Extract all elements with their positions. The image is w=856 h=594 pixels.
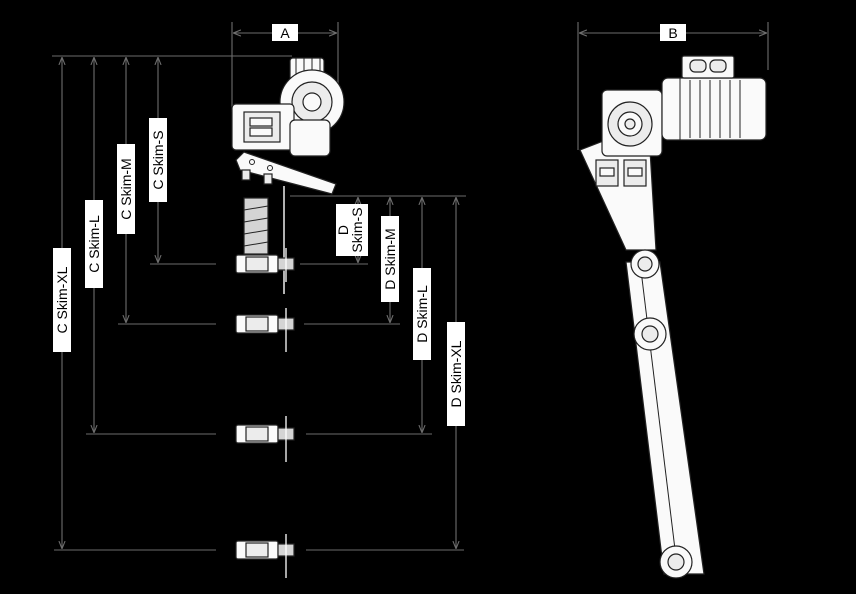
dimension-c-skim-s: C Skim-S — [149, 58, 167, 262]
reference-lines — [54, 195, 466, 551]
roller-skim-m — [235, 308, 295, 352]
label-c-skim-l: C Skim-L — [86, 215, 102, 273]
skimmer-front-view — [231, 57, 345, 578]
roller-skim-l — [235, 416, 295, 462]
dimension-c-skim-m: C Skim-M — [117, 58, 135, 322]
label-d-skim-s-line2: Skim-S — [349, 207, 365, 252]
roller-skim-s — [235, 248, 295, 282]
label-d-skim-l: D Skim-L — [414, 285, 430, 343]
label-c-skim-m: C Skim-M — [118, 158, 134, 219]
dimension-d-skim-m: D Skim-M — [381, 198, 399, 322]
label-c-skim-s: C Skim-S — [150, 130, 166, 189]
skimmer-side-view — [579, 55, 767, 579]
dimension-b: B — [577, 22, 769, 150]
dimension-d-skim-xl: D Skim-XL — [447, 198, 465, 548]
label-a: A — [280, 25, 290, 41]
dimension-d-skim-s: D Skim-S — [335, 198, 368, 262]
dimension-c-skim-xl: C Skim-XL — [53, 58, 71, 548]
label-d-skim-xl: D Skim-XL — [448, 340, 464, 407]
roller-skim-xl — [235, 534, 295, 578]
label-d-skim-s-line1: D — [335, 225, 351, 235]
label-c-skim-xl: C Skim-XL — [54, 266, 70, 333]
dimension-c-skim-l: C Skim-L — [85, 58, 103, 432]
dimension-a: A — [231, 22, 339, 112]
label-b: B — [668, 25, 677, 41]
label-d-skim-m: D Skim-M — [382, 228, 398, 289]
dimension-d-skim-l: D Skim-L — [413, 198, 431, 432]
